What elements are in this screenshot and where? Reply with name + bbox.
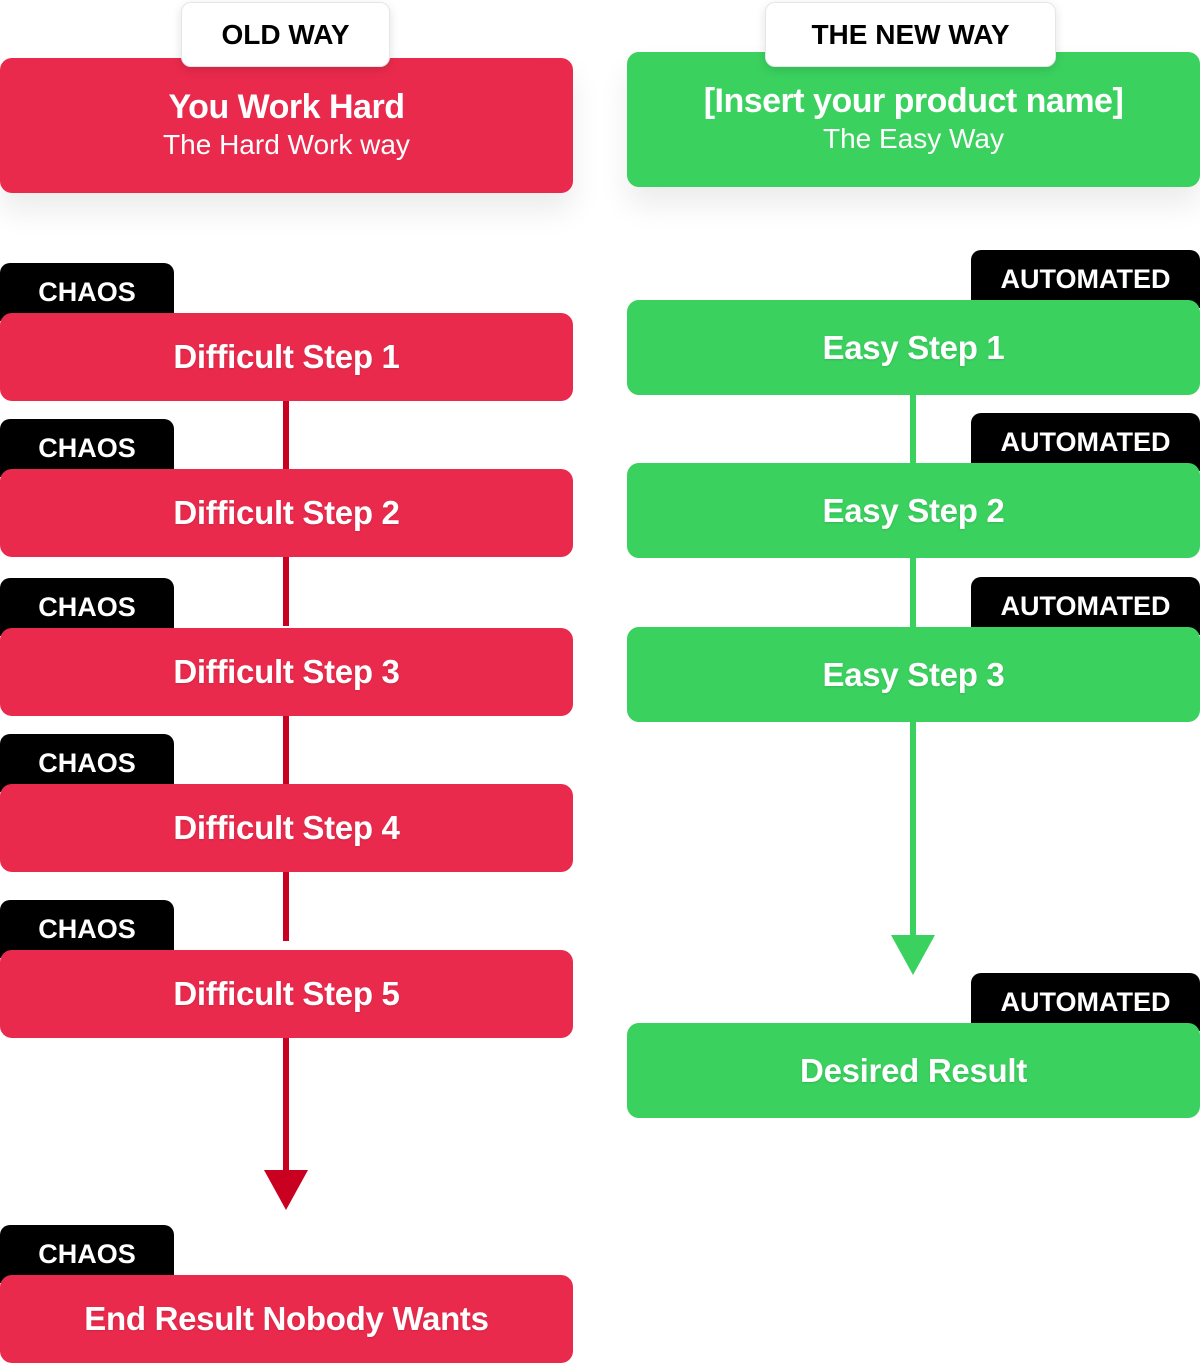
chaos-tag-4: CHAOS: [0, 734, 174, 792]
difficult-step-2-label: Difficult Step 2: [173, 494, 400, 531]
new-connector-3: [910, 721, 916, 941]
automated-tag-2: AUTOMATED: [971, 413, 1200, 471]
new-way-subtitle: The Easy Way: [822, 123, 1004, 155]
new-connector-2: [910, 557, 916, 627]
difficult-step-3-label: Difficult Step 3: [173, 653, 400, 690]
old-connector-1: [283, 400, 289, 470]
difficult-step-1: Difficult Step 1: [0, 313, 573, 401]
easy-step-2: Easy Step 2: [627, 463, 1200, 558]
difficult-step-2: Difficult Step 2: [0, 469, 573, 557]
difficult-step-3: Difficult Step 3: [0, 628, 573, 716]
old-way-title: You Work Hard: [168, 88, 405, 126]
difficult-step-5: Difficult Step 5: [0, 950, 573, 1038]
old-arrowhead-icon: [264, 1170, 308, 1210]
old-result-label: End Result Nobody Wants: [84, 1300, 489, 1337]
new-connector-1: [910, 394, 916, 464]
new-arrowhead-icon: [891, 935, 935, 975]
old-way-subtitle: The Hard Work way: [163, 129, 410, 161]
easy-step-3: Easy Step 3: [627, 627, 1200, 722]
old-way-label: OLD WAY: [181, 2, 390, 67]
old-connector-2: [283, 556, 289, 626]
difficult-step-5-label: Difficult Step 5: [173, 975, 400, 1012]
new-result-label: Desired Result: [800, 1051, 1027, 1089]
chaos-tag-result: CHAOS: [0, 1225, 174, 1283]
easy-step-2-label: Easy Step 2: [822, 491, 1005, 529]
old-connector-5: [283, 1037, 289, 1177]
new-way-title: [Insert your product name]: [703, 82, 1124, 120]
easy-step-1-label: Easy Step 1: [822, 328, 1005, 366]
chaos-tag-2: CHAOS: [0, 419, 174, 477]
automated-tag-result: AUTOMATED: [971, 973, 1200, 1031]
new-way-header-card: [Insert your product name] The Easy Way: [627, 52, 1200, 187]
automated-tag-3: AUTOMATED: [971, 577, 1200, 635]
difficult-step-4: Difficult Step 4: [0, 784, 573, 872]
easy-step-3-label: Easy Step 3: [822, 655, 1005, 693]
chaos-tag-1: CHAOS: [0, 263, 174, 321]
chaos-tag-3: CHAOS: [0, 578, 174, 636]
difficult-step-4-label: Difficult Step 4: [173, 809, 400, 846]
chaos-tag-5: CHAOS: [0, 900, 174, 958]
old-connector-3: [283, 715, 289, 785]
difficult-step-1-label: Difficult Step 1: [173, 338, 400, 375]
old-result-card: End Result Nobody Wants: [0, 1275, 573, 1363]
old-connector-4: [283, 871, 289, 941]
old-way-header-card: You Work Hard The Hard Work way: [0, 58, 573, 193]
automated-tag-1: AUTOMATED: [971, 250, 1200, 308]
new-result-card: Desired Result: [627, 1023, 1200, 1118]
easy-step-1: Easy Step 1: [627, 300, 1200, 395]
new-way-label: THE NEW WAY: [765, 2, 1056, 67]
